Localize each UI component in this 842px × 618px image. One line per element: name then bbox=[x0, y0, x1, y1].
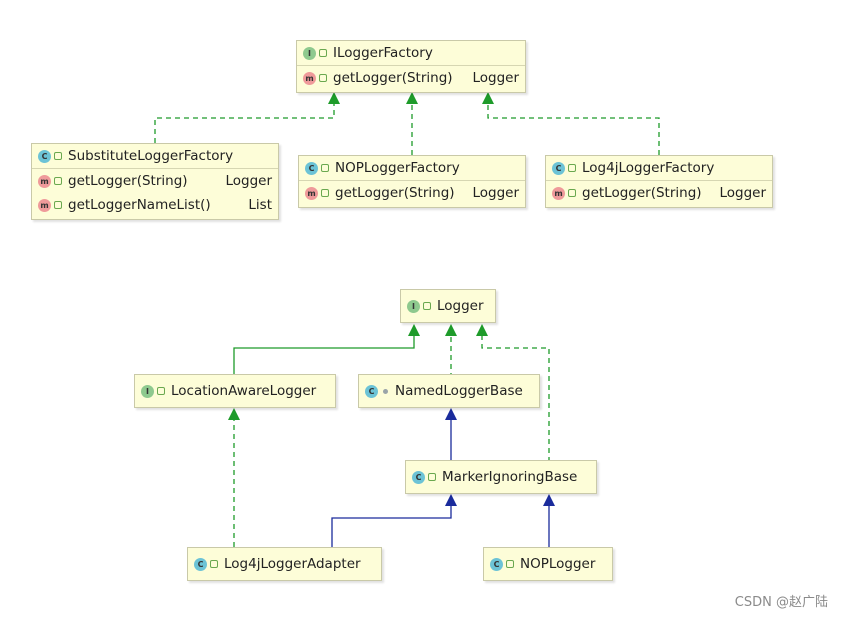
location-aware-logger-header: I LocationAwareLogger bbox=[135, 375, 335, 407]
method-icon: m bbox=[305, 186, 318, 200]
method-return-type: List bbox=[248, 197, 272, 213]
method-icon: m bbox=[38, 174, 51, 188]
class-name: SubstituteLoggerFactory bbox=[68, 148, 234, 164]
nop-logger-factory-header: C NOPLoggerFactory bbox=[299, 156, 525, 181]
extends-line-location-aware bbox=[233, 334, 415, 378]
public-visibility-icon bbox=[321, 164, 329, 172]
log4j-logger-factory-header: C Log4jLoggerFactory bbox=[546, 156, 772, 181]
named-logger-base-box[interactable]: C NamedLoggerBase bbox=[358, 374, 540, 408]
public-visibility-icon bbox=[428, 473, 436, 481]
substitute-logger-factory-box[interactable]: C SubstituteLoggerFactory m getLogger(St… bbox=[31, 143, 279, 220]
method-name: getLogger(String) bbox=[68, 173, 188, 189]
green-arrowheads bbox=[228, 92, 494, 420]
nop-logger-box[interactable]: C NOPLogger bbox=[483, 547, 613, 581]
interface-icon: I bbox=[407, 299, 420, 313]
method-return-type: Logger bbox=[719, 185, 766, 201]
class-name: MarkerIgnoringBase bbox=[442, 469, 578, 485]
nop-logger-header: C NOPLogger bbox=[484, 548, 612, 580]
logger-header: I Logger bbox=[401, 290, 495, 322]
substitute-logger-factory-header: C SubstituteLoggerFactory bbox=[32, 144, 278, 169]
class-icon: C bbox=[412, 470, 425, 484]
log4j-logger-adapter-box[interactable]: C Log4jLoggerAdapter bbox=[187, 547, 382, 581]
public-visibility-icon bbox=[319, 49, 327, 57]
method-name: getLogger(String) bbox=[582, 185, 702, 201]
method-row: m getLoggerNameList() List bbox=[32, 193, 278, 217]
blue-arrowheads bbox=[445, 408, 555, 506]
class-icon: C bbox=[38, 149, 51, 163]
class-icon: C bbox=[552, 161, 565, 175]
logger-box[interactable]: I Logger bbox=[400, 289, 496, 323]
public-visibility-icon bbox=[157, 387, 165, 395]
method-icon: m bbox=[552, 186, 565, 200]
nop-logger-factory-box[interactable]: C NOPLoggerFactory m getLogger(String) L… bbox=[298, 155, 526, 208]
class-icon: C bbox=[194, 557, 207, 571]
public-visibility-icon bbox=[568, 189, 576, 197]
marker-ignoring-base-box[interactable]: C MarkerIgnoringBase bbox=[405, 460, 597, 494]
method-row: m getLogger(String) Logger bbox=[297, 66, 525, 90]
implements-line-log4j-factory bbox=[487, 102, 660, 155]
method-return-type: Logger bbox=[225, 173, 272, 189]
class-name: Log4jLoggerAdapter bbox=[224, 556, 361, 572]
log4j-logger-factory-box[interactable]: C Log4jLoggerFactory m getLogger(String)… bbox=[545, 155, 773, 208]
public-visibility-icon bbox=[321, 189, 329, 197]
interface-icon: I bbox=[303, 46, 316, 60]
package-visibility-icon bbox=[383, 388, 388, 394]
public-visibility-icon bbox=[506, 560, 514, 568]
public-visibility-icon bbox=[54, 152, 62, 160]
implements-line-marker bbox=[481, 334, 550, 462]
extends-line-adapter bbox=[331, 504, 452, 547]
method-name: getLoggerNameList() bbox=[68, 197, 211, 213]
implements-line-substitute bbox=[154, 102, 335, 143]
public-visibility-icon bbox=[319, 74, 327, 82]
class-name: LocationAwareLogger bbox=[171, 383, 317, 399]
class-name: Logger bbox=[437, 298, 484, 314]
class-name: NOPLogger bbox=[520, 556, 596, 572]
public-visibility-icon bbox=[210, 560, 218, 568]
method-row: m getLogger(String) Logger bbox=[546, 181, 772, 205]
public-visibility-icon bbox=[568, 164, 576, 172]
method-name: getLogger(String) bbox=[333, 70, 453, 86]
method-return-type: Logger bbox=[472, 185, 519, 201]
class-icon: C bbox=[365, 384, 378, 398]
public-visibility-icon bbox=[54, 177, 62, 185]
log4j-logger-adapter-header: C Log4jLoggerAdapter bbox=[188, 548, 381, 580]
location-aware-logger-box[interactable]: I LocationAwareLogger bbox=[134, 374, 336, 408]
interface-icon: I bbox=[141, 384, 154, 398]
class-icon: C bbox=[305, 161, 318, 175]
marker-ignoring-base-header: C MarkerIgnoringBase bbox=[406, 461, 596, 493]
method-icon: m bbox=[303, 71, 316, 85]
ilogger-factory-header: I ILoggerFactory bbox=[297, 41, 525, 66]
class-icon: C bbox=[490, 557, 503, 571]
method-row: m getLogger(String) Logger bbox=[299, 181, 525, 205]
class-name: NamedLoggerBase bbox=[395, 383, 523, 399]
ilogger-factory-box[interactable]: I ILoggerFactory m getLogger(String) Log… bbox=[296, 40, 526, 93]
public-visibility-icon bbox=[54, 201, 62, 209]
method-name: getLogger(String) bbox=[335, 185, 455, 201]
csdn-watermark: CSDN @赵广陆 bbox=[734, 595, 828, 610]
named-logger-base-header: C NamedLoggerBase bbox=[359, 375, 539, 407]
method-return-type: Logger bbox=[472, 70, 519, 86]
class-name: Log4jLoggerFactory bbox=[582, 160, 715, 176]
class-name: NOPLoggerFactory bbox=[335, 160, 460, 176]
method-icon: m bbox=[38, 198, 51, 212]
method-row: m getLogger(String) Logger bbox=[32, 169, 278, 193]
public-visibility-icon bbox=[423, 302, 431, 310]
class-name: ILoggerFactory bbox=[333, 45, 433, 61]
